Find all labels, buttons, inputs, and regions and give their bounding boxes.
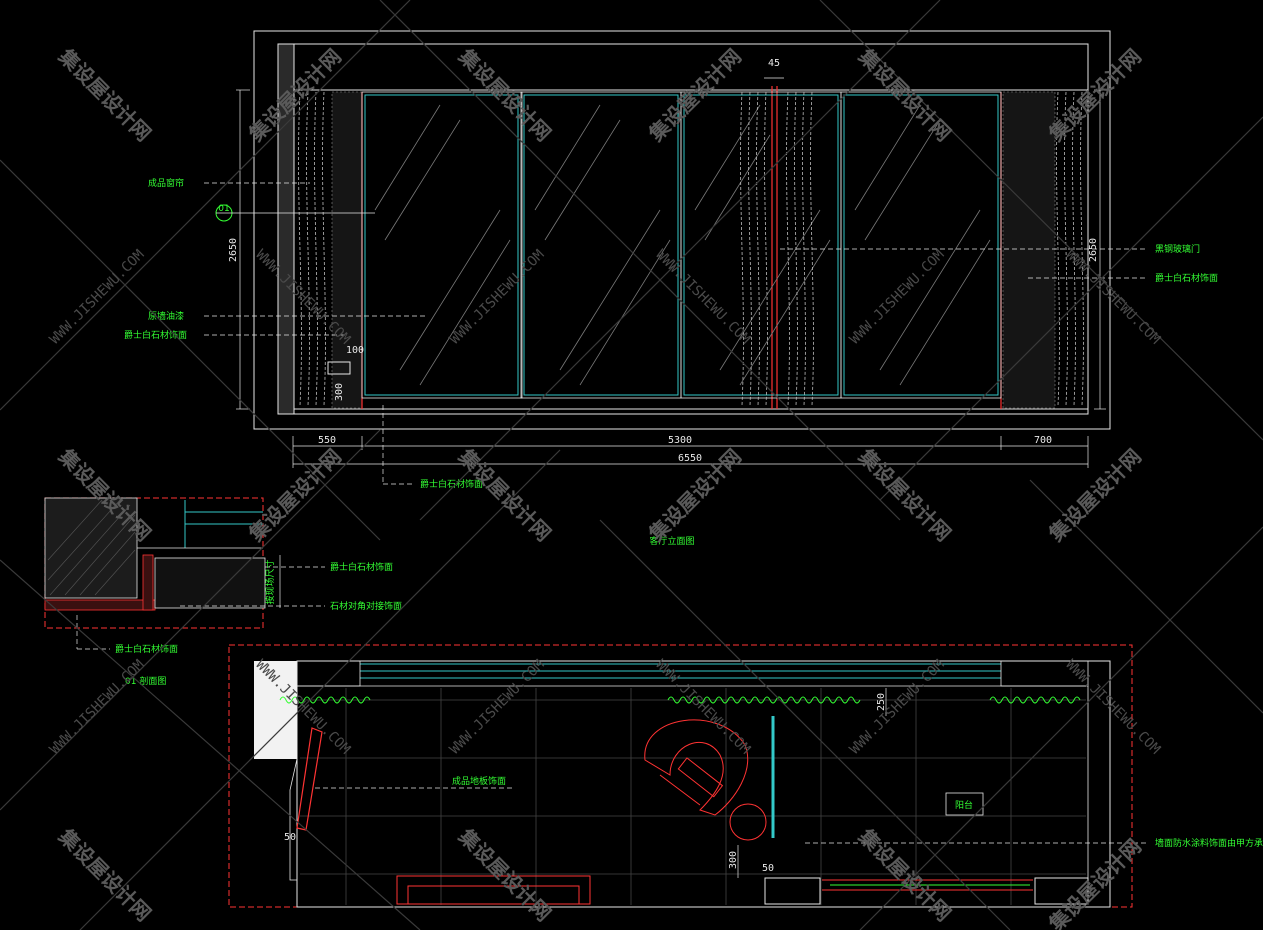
- label-railing: 黑钢玻璃门: [1155, 243, 1200, 255]
- floor-grid: [300, 688, 1086, 905]
- curtain-plan: [279, 696, 1081, 704]
- watermark-en: WWW.JISHEWU.COM: [47, 657, 148, 758]
- plan-dim-250: 250: [876, 693, 887, 711]
- watermark-en: WWW.JISHEWU.COM: [847, 657, 948, 758]
- socket-icon: [327, 361, 351, 375]
- watermark-cn: 集设屋设计网: [853, 823, 956, 926]
- dim-total: 6550: [678, 453, 702, 464]
- elevation-outer-frame: [253, 30, 1111, 430]
- dim-height-right: 2650: [1088, 238, 1099, 262]
- watermark-cn: 集设屋设计网: [453, 443, 556, 546]
- watermark-en: WWW.JISHEWU.COM: [1062, 247, 1163, 348]
- dim-small-300: 300: [334, 383, 345, 401]
- section-label-vertical: 按现场尺寸: [264, 559, 276, 604]
- plan-dim-50a: 50: [284, 832, 296, 843]
- watermark: 集设屋设计网 集设屋设计网 集设屋设计网 集设屋设计网 集设屋设计网 集设屋设计…: [47, 43, 1163, 930]
- curtains: [298, 91, 1084, 406]
- watermark-en: WWW.JISHEWU.COM: [1062, 657, 1163, 758]
- plan-dim-50b: 50: [762, 863, 774, 874]
- section-marker-label: 01: [218, 204, 229, 214]
- glass-panel: [523, 94, 679, 396]
- watermark-cn: 集设屋设计网: [1043, 44, 1146, 147]
- label-curtain: 成品窗帘: [148, 177, 184, 189]
- label-stone-left: 爵士白石材饰面: [124, 329, 187, 341]
- stone-panel-right: [1002, 91, 1056, 409]
- watermark-en: WWW.JISHEWU.COM: [652, 247, 753, 348]
- section-marker: 01: [215, 204, 375, 222]
- watermark-cn: 集设屋设计网: [1043, 834, 1146, 930]
- label-stone-bottom: 爵士白石材饰面: [420, 478, 483, 490]
- balcony-label-box: [945, 792, 984, 816]
- dim-top-gap: 45: [768, 58, 780, 69]
- section-label-stone-top: 爵士白石材饰面: [330, 561, 393, 573]
- watermark-cn: 集设屋设计网: [243, 44, 346, 147]
- plan-label-balcony: 阳台: [955, 799, 973, 811]
- wall-hatch: [277, 43, 295, 415]
- plan-label-floor: 成品地板饰面: [452, 775, 506, 787]
- watermark-cn: 集设屋设计网: [853, 443, 956, 546]
- dim-height-left: 2650: [228, 238, 239, 262]
- dim-left-seg: 550: [318, 435, 336, 446]
- watermark-cn: 集设屋设计网: [53, 823, 156, 926]
- sofa-icon: [396, 875, 591, 905]
- armchair-icon: [644, 719, 767, 841]
- watermark-en: WWW.JISHEWU.COM: [447, 657, 548, 758]
- dim-right-seg: 700: [1034, 435, 1052, 446]
- label-wall-finish: 原墙油漆: [148, 310, 184, 322]
- watermark-cn: 集设屋设计网: [243, 444, 346, 547]
- stone-panel-left: [331, 91, 363, 409]
- watermark-cn: 集设屋设计网: [1043, 444, 1146, 547]
- glass-panels: [364, 94, 999, 396]
- elevation-caption: 客厅立面图: [649, 535, 694, 547]
- watermark-cn: 集设屋设计网: [453, 823, 556, 926]
- glass-panel: [683, 94, 839, 396]
- glass-panel: [364, 94, 519, 396]
- elevation-drawing: 01 成品窗帘 原墙油漆 爵士白石材饰面 黑钢玻璃门 爵士白石材饰面 爵士白石材…: [124, 30, 1218, 547]
- section-label-stone-joint: 石材对角对接饰面: [330, 600, 402, 612]
- dim-small-100: 100: [346, 345, 364, 356]
- watermark-cn: 集设屋设计网: [53, 43, 156, 146]
- glass-panel: [843, 94, 999, 396]
- section-label-stone-bottom: 爵士白石材饰面: [115, 643, 178, 655]
- plan-dim-300: 300: [728, 851, 739, 869]
- dim-mid-seg: 5300: [668, 435, 692, 446]
- plan-label-right-note: 墙面防水涂料饰面由甲方承建: [1155, 837, 1263, 849]
- watermark-en: WWW.JISHEWU.COM: [447, 247, 548, 348]
- section-detail: 爵士白石材饰面 石材对角对接饰面 爵士白石材饰面 按现场尺寸 01 剖面图: [44, 497, 402, 687]
- label-stone-right: 爵士白石材饰面: [1155, 272, 1218, 284]
- section-caption: 01 剖面图: [125, 675, 166, 687]
